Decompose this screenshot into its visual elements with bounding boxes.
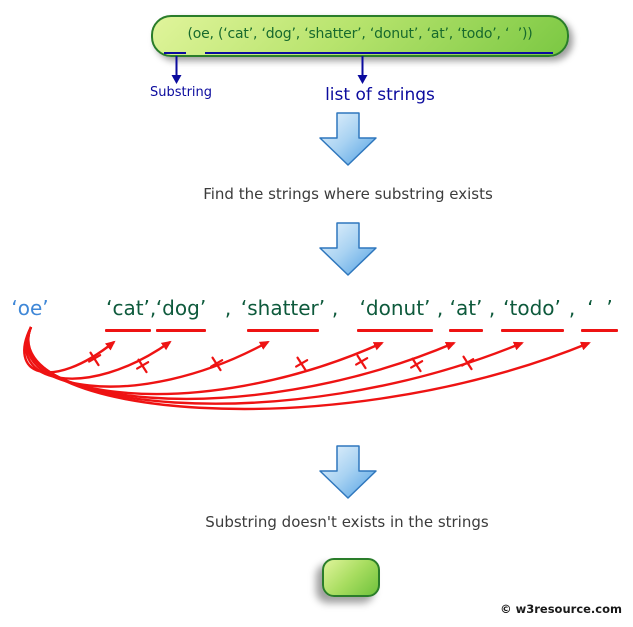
empty-result-box bbox=[322, 558, 380, 597]
word-token-todo: ‘todo’ bbox=[503, 296, 561, 320]
input-tuple-box: (oe, (‘cat’, ‘dog’, ‘shatter’, ‘donut’, … bbox=[151, 15, 569, 57]
word-underline bbox=[449, 329, 483, 332]
flow-arrow-down-icon-3 bbox=[319, 445, 377, 499]
separator-comma: , bbox=[568, 296, 576, 320]
word-underline bbox=[501, 329, 564, 332]
word-token-cat: ‘cat’ bbox=[106, 296, 150, 320]
substring-label: Substring bbox=[149, 85, 213, 100]
separator-comma: , bbox=[331, 296, 339, 320]
word-token-donut: ‘donut’ bbox=[359, 296, 431, 320]
substring-pointer-icon bbox=[171, 56, 182, 84]
curve-to-cat bbox=[23, 326, 116, 374]
curve-to-dog bbox=[24, 326, 172, 380]
word-token-shatter: ‘shatter’ bbox=[240, 296, 326, 320]
substring-underline bbox=[164, 52, 186, 54]
list-underline bbox=[205, 52, 553, 54]
word-underline bbox=[357, 329, 433, 332]
input-tuple-text: (oe, (‘cat’, ‘dog’, ‘shatter’, ‘donut’, … bbox=[187, 26, 533, 42]
list-of-strings-label: list of strings bbox=[325, 85, 435, 105]
curve-to-shatter bbox=[26, 326, 270, 388]
flow-arrow-down-icon-1 bbox=[319, 112, 377, 166]
word-underline bbox=[247, 329, 319, 332]
word-token-dog: ‘dog’ bbox=[155, 296, 207, 320]
no-match-cross-icons bbox=[88, 351, 475, 374]
separator-comma: , bbox=[436, 296, 444, 320]
word-token-space: ‘ ’ bbox=[587, 296, 613, 320]
watermark: © w3resource.com bbox=[500, 602, 622, 616]
separator-comma: , bbox=[488, 296, 496, 320]
curve-to-donut bbox=[26, 326, 384, 396]
list-pointer-icon bbox=[357, 56, 368, 84]
word-underline bbox=[156, 329, 206, 332]
curve-to-at bbox=[27, 326, 456, 400]
substring-token: ‘oe’ bbox=[11, 296, 49, 320]
separator-comma: , bbox=[149, 296, 157, 320]
word-underline bbox=[581, 329, 618, 332]
word-token-at: ‘at’ bbox=[449, 296, 483, 320]
flow-arrow-down-icon-2 bbox=[319, 222, 377, 276]
step-caption: Find the strings where substring exists bbox=[203, 185, 493, 203]
curve-to-space bbox=[27, 326, 591, 411]
word-underline bbox=[105, 329, 151, 332]
result-caption: Substring doesn't exists in the strings bbox=[205, 513, 489, 531]
separator-comma: , bbox=[224, 296, 232, 320]
curve-to-todo bbox=[27, 326, 524, 405]
